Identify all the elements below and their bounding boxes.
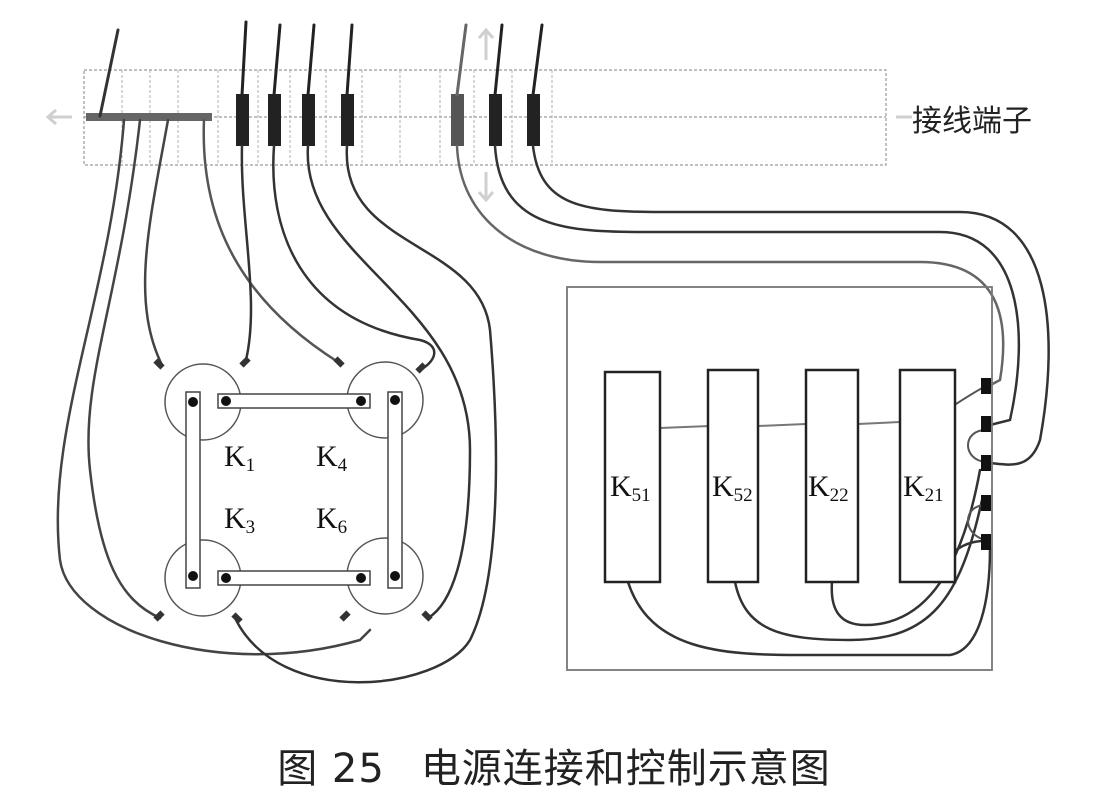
wires xyxy=(56,20,1050,684)
terminal-block-label: 接线端子 xyxy=(912,104,1032,139)
figure-caption: 图 25 电源连接和控制示意图 xyxy=(0,736,1108,794)
relay-label-k52: K52 xyxy=(712,470,753,506)
contactor-assembly: K1 K4 K3 K6 xyxy=(153,356,433,624)
relay-terminals xyxy=(981,378,991,550)
relay-box: K51 K52 K22 K21 xyxy=(566,286,993,671)
relay-k52 xyxy=(706,368,760,584)
bus-bar xyxy=(86,113,212,121)
figure-number: 图 25 xyxy=(277,746,385,792)
relay-k21 xyxy=(898,368,957,584)
figure-title: 电源连接和控制示意图 xyxy=(420,746,831,792)
relay-k51 xyxy=(603,370,662,584)
relay-label-k22: K22 xyxy=(808,470,849,506)
terminal-connectors xyxy=(236,94,540,146)
contact-label-k6: K6 xyxy=(316,502,347,538)
contact-label-k1: K1 xyxy=(224,440,255,476)
relay-k22 xyxy=(804,368,860,584)
contact-label-k4: K4 xyxy=(316,440,348,476)
terminal-block xyxy=(45,27,912,203)
relay-label-k21: K21 xyxy=(903,470,944,506)
contact-label-k3: K3 xyxy=(224,502,255,538)
relay-label-k51: K51 xyxy=(610,470,651,506)
